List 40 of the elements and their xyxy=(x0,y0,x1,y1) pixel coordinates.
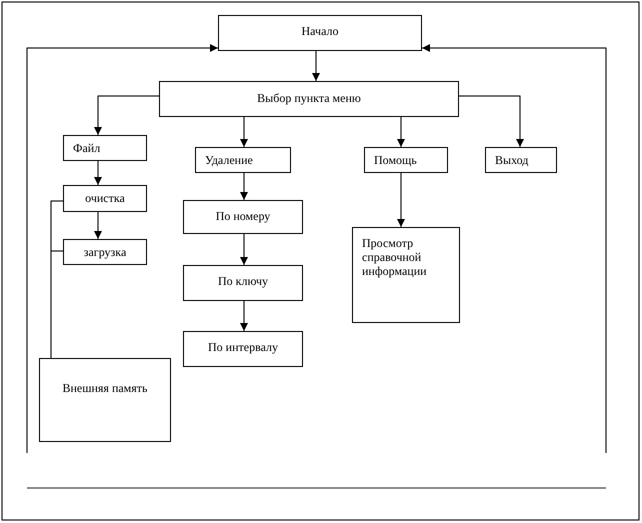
node-label: Удаление xyxy=(205,153,254,167)
node-label: Начало xyxy=(300,24,340,38)
node-label: Выбор пункта меню xyxy=(256,91,362,105)
process-box xyxy=(183,265,303,301)
arrow xyxy=(458,96,524,148)
process-box xyxy=(39,358,171,442)
node-label: По номеру xyxy=(214,209,272,223)
process-box xyxy=(183,331,303,367)
arrow xyxy=(26,44,218,454)
arrow xyxy=(240,300,248,332)
process-box xyxy=(159,81,459,117)
node-label: Файл xyxy=(73,141,102,155)
node-label: очистка xyxy=(84,191,126,205)
process-box xyxy=(218,15,422,51)
node-label: Просмотр справочной информации xyxy=(362,236,428,278)
node-label: загрузка xyxy=(82,245,128,259)
arrow xyxy=(240,234,248,266)
arrow xyxy=(397,172,405,228)
node-label: Внешняя память xyxy=(61,381,149,395)
node-label: По интервалу xyxy=(206,340,279,354)
process-box xyxy=(63,185,147,212)
arrow xyxy=(312,50,320,82)
connector-line xyxy=(50,250,64,358)
arrow xyxy=(94,160,102,186)
arrow xyxy=(240,116,248,148)
process-box xyxy=(485,147,557,173)
node-label: Помощь xyxy=(374,153,418,167)
process-box xyxy=(63,239,147,265)
node-label: По ключу xyxy=(216,274,270,288)
process-box xyxy=(63,135,147,161)
arrow xyxy=(240,172,248,200)
process-box xyxy=(364,147,448,173)
arrow xyxy=(94,96,160,136)
arrow xyxy=(397,116,405,148)
arrow xyxy=(422,44,606,454)
node-label: Выход xyxy=(495,153,530,167)
process-box xyxy=(195,147,291,173)
arrow xyxy=(94,212,102,240)
process-box xyxy=(352,227,460,323)
process-box xyxy=(183,200,303,234)
